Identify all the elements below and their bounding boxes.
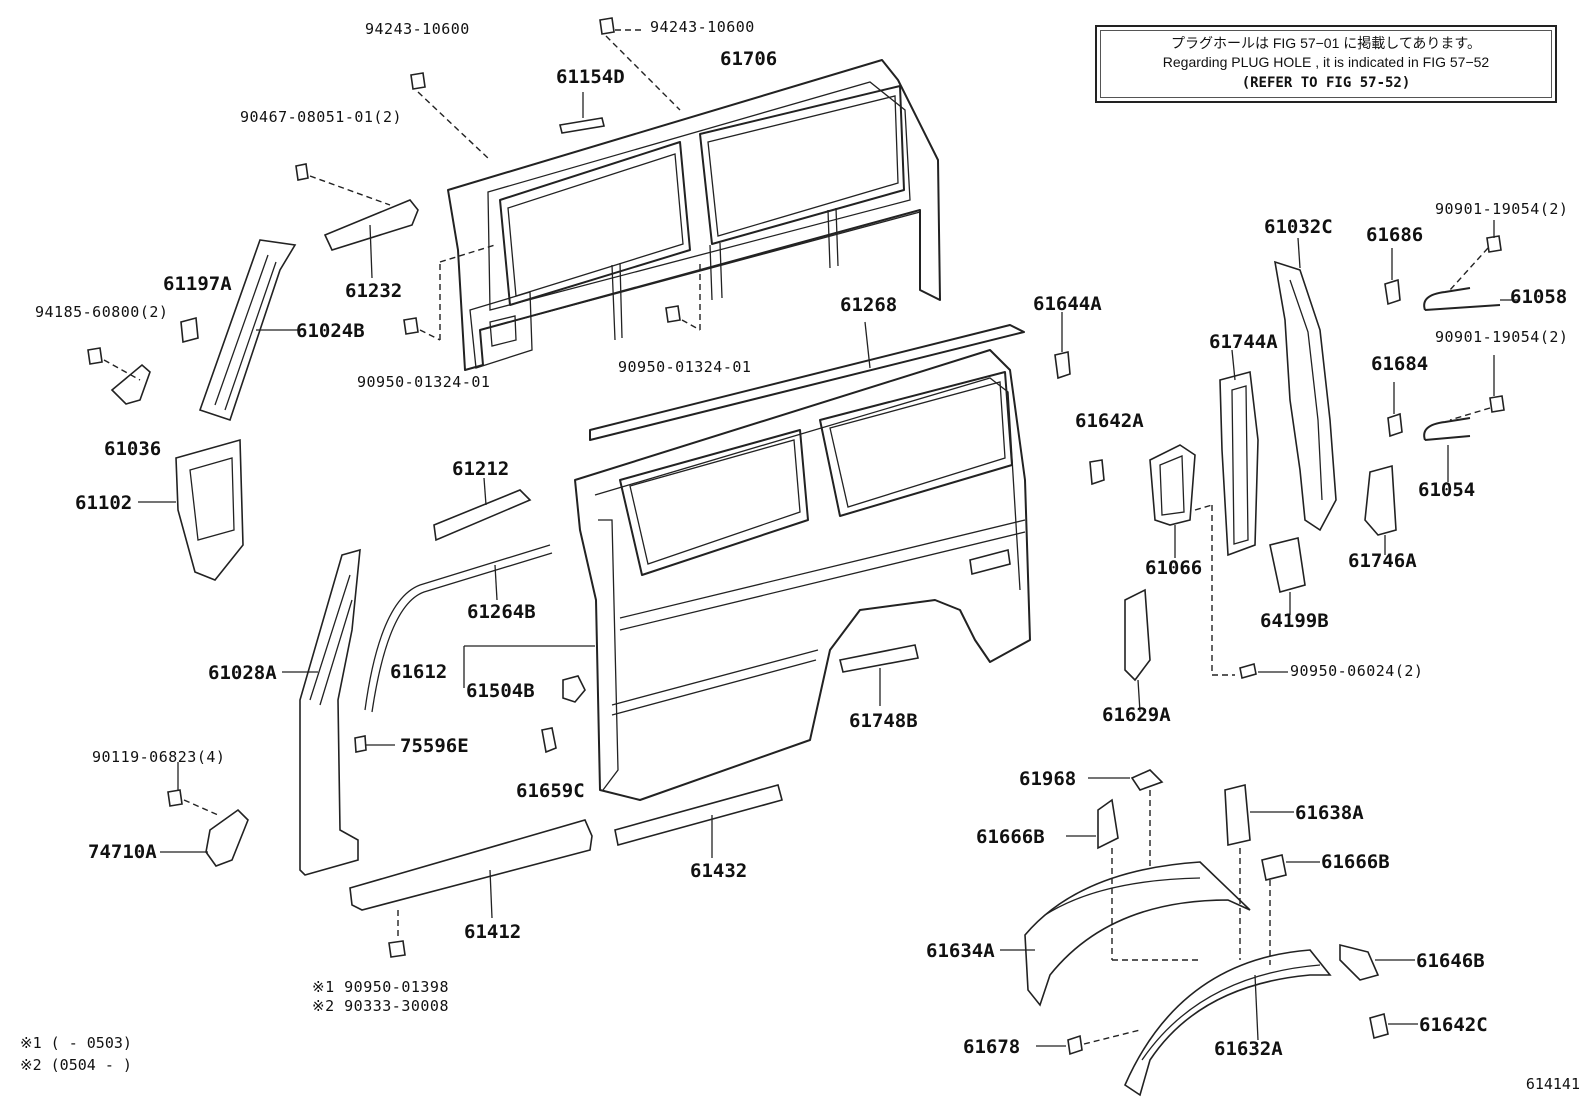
part-label: 61746A xyxy=(1348,550,1417,572)
part-61646B xyxy=(1339,943,1380,981)
part-label: 61066 xyxy=(1145,557,1203,579)
part-label: 61642A xyxy=(1075,410,1144,432)
part-label: 75596E xyxy=(400,735,469,757)
part-61748B xyxy=(839,644,919,673)
part-label: 64199B xyxy=(1260,610,1329,632)
part-label: 61686 xyxy=(1366,224,1424,246)
part-label: ※2 90333-30008 xyxy=(312,997,449,1015)
part-label: 61504B xyxy=(466,680,535,702)
part-label: 61646B xyxy=(1416,950,1485,972)
part-label: 61644A xyxy=(1033,293,1102,315)
part-label: 61054 xyxy=(1418,479,1476,501)
part-label: 61659C xyxy=(516,780,585,802)
part-61504B xyxy=(562,675,586,703)
footnote-2: ※2 (0504 - ) xyxy=(20,1056,132,1074)
part-label: 90119-06823(4) xyxy=(92,748,226,766)
part-label: 61678 xyxy=(963,1036,1021,1058)
part-61686 xyxy=(1384,278,1401,306)
part-label: 61666B xyxy=(976,826,1045,848)
part-61706-upper-frame xyxy=(447,59,941,371)
part-label: 61036 xyxy=(104,438,162,460)
part-label: 61638A xyxy=(1295,802,1364,824)
note-line-2: Regarding PLUG HOLE , it is indicated in… xyxy=(1162,54,1490,70)
part-61024B xyxy=(198,239,297,422)
part-61412 xyxy=(349,819,593,911)
part-label: 90950-06024(2) xyxy=(1290,662,1424,680)
part-label: 61744A xyxy=(1209,331,1278,353)
part-label: 61612 xyxy=(390,661,448,683)
part-label: 61197A xyxy=(163,273,232,295)
part-61032C xyxy=(1273,260,1337,532)
part-61642C xyxy=(1369,1012,1389,1040)
part-label: 61632A xyxy=(1214,1038,1283,1060)
part-61638A xyxy=(1224,783,1251,846)
part-label: 90950-01324-01 xyxy=(618,358,752,376)
part-label: 94243-10600 xyxy=(365,20,470,38)
part-61054 xyxy=(1423,417,1471,441)
part-61232 xyxy=(323,199,419,251)
part-label: ※1 90950-01398 xyxy=(312,978,449,996)
part-61268 xyxy=(589,324,1025,441)
part-61212 xyxy=(433,489,532,542)
part-61678 xyxy=(1067,1034,1083,1056)
part-label: 90467-08051-01(2) xyxy=(240,108,403,126)
part-label: 61268 xyxy=(840,294,898,316)
part-label: 61032C xyxy=(1264,216,1333,238)
part-61666B-right xyxy=(1261,854,1287,881)
part-label: 61968 xyxy=(1019,768,1077,790)
part-label: 61028A xyxy=(208,662,277,684)
part-label: 61024B xyxy=(296,320,365,342)
part-61746A xyxy=(1364,464,1397,536)
part-61629A xyxy=(1124,588,1151,682)
part-label: 61232 xyxy=(345,280,403,302)
part-label: 74710A xyxy=(88,841,157,863)
part-75596E xyxy=(354,735,367,753)
part-label: 61264B xyxy=(467,601,536,623)
part-61028A xyxy=(299,548,361,876)
part-label: 61666B xyxy=(1321,851,1390,873)
part-label: 90901-19054(2) xyxy=(1435,328,1569,346)
part-label: 61748B xyxy=(849,710,918,732)
part-61684 xyxy=(1387,412,1403,438)
footnote-1: ※1 ( - 0503) xyxy=(20,1034,132,1052)
part-61968 xyxy=(1130,769,1164,791)
note-box: プラグホールは FIG 57−01 に掲載してあります。 Regarding P… xyxy=(1095,25,1557,103)
part-label: 61634A xyxy=(926,940,995,962)
part-61264B xyxy=(364,544,553,713)
part-61154D xyxy=(559,117,605,134)
note-line-3: (REFER TO FIG 57-52) xyxy=(1241,75,1411,91)
part-61058 xyxy=(1423,287,1501,311)
part-label: 61684 xyxy=(1371,353,1429,375)
part-74710A xyxy=(205,808,249,867)
part-61432 xyxy=(614,784,783,846)
part-label: 61154D xyxy=(556,66,625,88)
part-label: 61629A xyxy=(1102,704,1171,726)
part-61612-side-panel xyxy=(574,349,1031,801)
part-label: 61412 xyxy=(464,921,522,943)
part-61744A xyxy=(1219,370,1259,557)
part-label: 61212 xyxy=(452,458,510,480)
part-label: 61706 xyxy=(720,48,778,70)
part-61642A xyxy=(1089,459,1105,486)
part-label: 61432 xyxy=(690,860,748,882)
part-label: 61058 xyxy=(1510,286,1568,308)
note-line-1: プラグホールは FIG 57−01 に掲載してあります。 xyxy=(1170,35,1482,51)
part-61659C xyxy=(541,727,557,754)
part-61102 xyxy=(175,438,244,581)
part-61197A xyxy=(180,316,199,344)
part-61666B-left xyxy=(1097,798,1119,850)
figure-id: 614141 xyxy=(1525,1075,1580,1093)
part-61644A xyxy=(1054,351,1071,380)
part-label: 94185-60800(2) xyxy=(35,303,169,321)
part-61036 xyxy=(110,363,151,405)
part-label: 61642C xyxy=(1419,1014,1488,1036)
part-label: 90950-01324-01 xyxy=(357,373,491,391)
part-label: 94243-10600 xyxy=(650,18,755,36)
part-61632A xyxy=(1123,949,1332,1097)
part-label: 90901-19054(2) xyxy=(1435,200,1569,218)
part-label: 61102 xyxy=(75,492,133,514)
part-64199B xyxy=(1269,537,1306,594)
